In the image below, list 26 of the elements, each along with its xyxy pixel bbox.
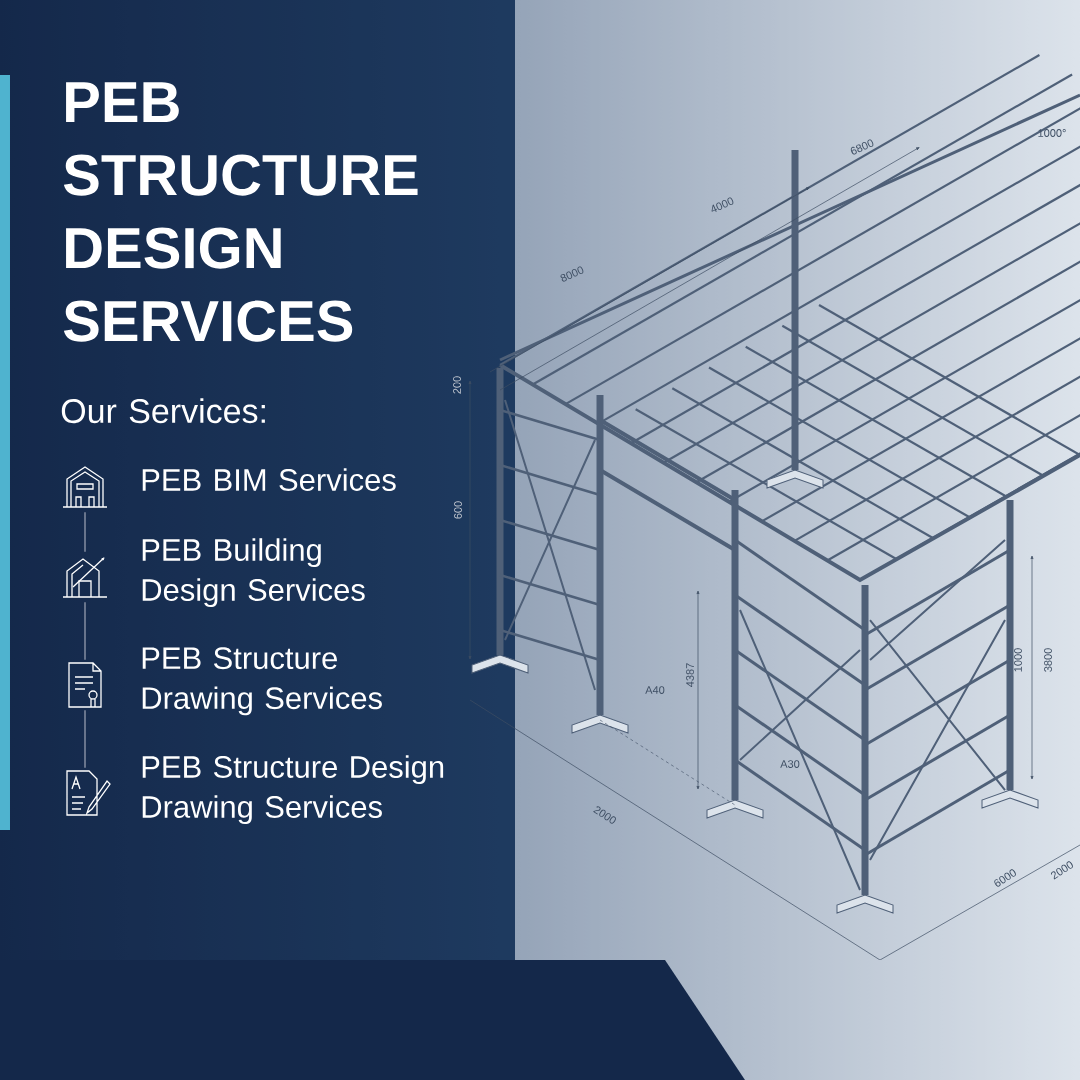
dimension-label: 200 [453, 376, 461, 394]
dimension-label: 1000 [1014, 648, 1022, 672]
dimension-label: 600 [454, 501, 462, 519]
dimension-label: 3800 [1044, 648, 1052, 672]
warehouse-icon [62, 466, 108, 508]
service-item: PEB Building Design Services [142, 538, 365, 608]
dimension-label: 6800 [850, 139, 874, 155]
section-heading: Our Services: [61, 398, 265, 424]
dimension-label: 2000 [593, 806, 616, 824]
dimension-label: 1000° [1038, 129, 1066, 137]
dimension-label: 6000 [994, 869, 1016, 887]
house-arrow-icon [62, 557, 108, 598]
connector-line [84, 511, 86, 553]
connector-line [84, 709, 86, 769]
dimension-label: A40 [645, 686, 665, 694]
certificate-document-icon [68, 662, 102, 708]
dimension-label: 8000 [560, 266, 584, 282]
dimension-label: 4000 [711, 197, 734, 212]
service-item: PEB Structure Drawing Services [142, 647, 382, 716]
connector-line [84, 601, 86, 661]
service-item: PEB BIM Services [142, 468, 396, 491]
dimension-label: 4387 [686, 663, 694, 687]
dimension-label: A30 [780, 760, 800, 768]
title: PEB STRUCTURE DESIGN SERVICES [63, 82, 418, 342]
document-pencil-icon [66, 770, 111, 816]
service-item: PEB Structure Design Drawing Services [142, 755, 444, 825]
